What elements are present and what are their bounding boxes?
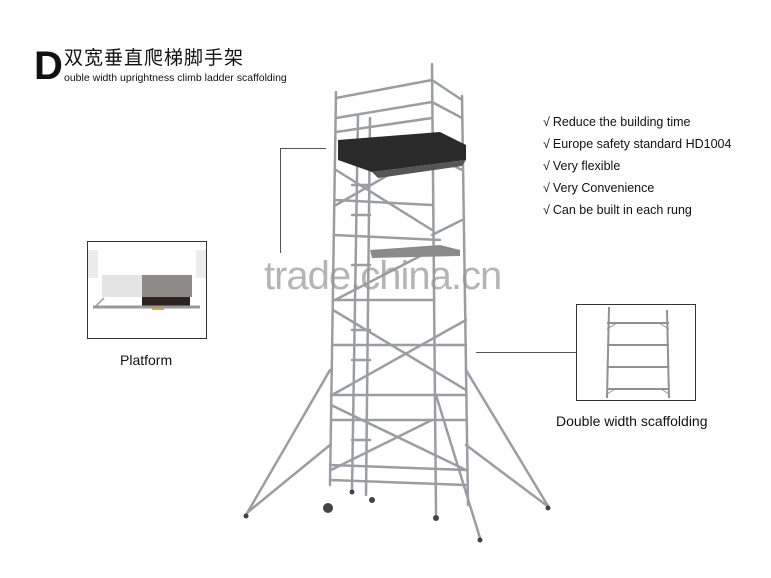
platform-caption: Platform [120,352,173,368]
frame-callout-box [576,304,696,401]
watermark-text: trade.china.cn [264,254,502,298]
feature-item: √Can be built in each rung [543,203,692,217]
feature-item: √Very flexible [543,159,621,173]
title-initial: D [34,44,63,88]
check-icon: √ [543,115,550,129]
check-icon: √ [543,137,550,151]
title-english: ouble width uprightness climb ladder sca… [64,72,287,84]
feature-item: √Europe safety standard HD1004 [543,137,732,151]
feature-item: √Reduce the building time [543,115,691,129]
check-icon: √ [543,203,550,217]
check-icon: √ [543,159,550,173]
platform-deck-image [88,250,206,310]
feature-item: √Very Convenience [543,181,655,195]
frame-caption: Double width scaffolding [556,413,708,429]
feature-list: √Reduce the building time √Europe safety… [543,111,731,221]
platform-connector-h [280,148,326,149]
frame-connector [476,352,576,353]
top-platform-deck [338,132,466,172]
title-chinese: 双宽垂直爬梯脚手架 [64,47,245,69]
frame-image [606,306,670,399]
platform-connector-v [280,148,281,253]
check-icon: √ [543,181,550,195]
platform-callout-box [87,241,207,339]
